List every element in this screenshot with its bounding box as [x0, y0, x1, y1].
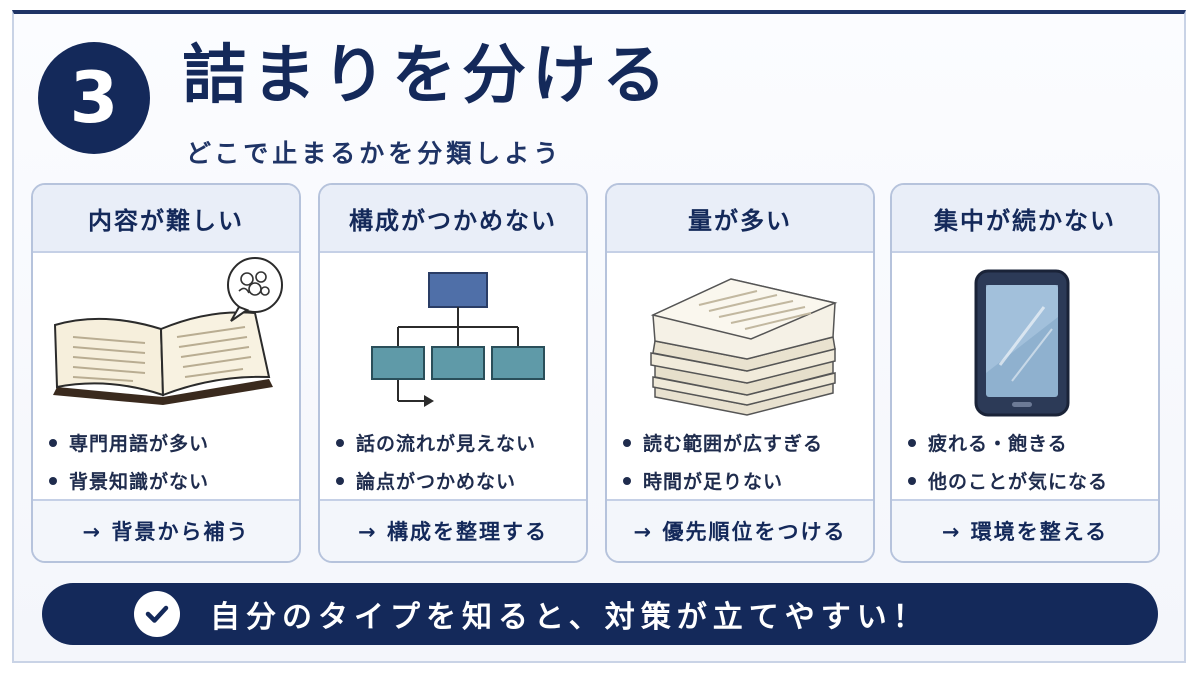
bullet-text: 論点がつかめない: [356, 471, 517, 493]
bullet-text: 読む範囲が広すぎる: [643, 433, 824, 455]
paper-stack-icon: [607, 255, 873, 420]
bullet-list: 話の流れが見えない 論点がつかめない: [336, 425, 586, 501]
card-title: 量が多い: [607, 185, 873, 253]
card-title: 構成がつかめない: [320, 185, 586, 253]
card-action: → 構成を整理する: [320, 499, 586, 561]
card-focus: 集中が続かない 疲れる・飽きる 他のことが気になる → 環境を整える: [890, 183, 1160, 563]
list-item: 専門用語が多い: [49, 425, 299, 463]
bullet-list: 読む範囲が広すぎる 時間が足りない: [623, 425, 873, 501]
bullet-dot: [623, 438, 631, 447]
bullet-text: 時間が足りない: [643, 471, 784, 493]
banner-text: 自分のタイプを知ると、対策が立てやすい！: [210, 600, 929, 635]
list-item: 背景知識がない: [49, 463, 299, 501]
bullet-text: 疲れる・飽きる: [928, 433, 1068, 455]
check-icon: [134, 591, 180, 637]
bullet-text: 専門用語が多い: [69, 433, 210, 455]
list-item: 疲れる・飽きる: [908, 425, 1158, 463]
bullet-text: 背景知識がない: [69, 471, 210, 493]
bullet-dot: [908, 476, 916, 485]
bullet-dot: [908, 438, 916, 447]
card-title: 集中が続かない: [892, 185, 1158, 253]
step-number-badge: 3: [38, 42, 150, 154]
bullet-text: 話の流れが見えない: [356, 433, 537, 455]
list-item: 話の流れが見えない: [336, 425, 586, 463]
structure-diagram-icon: [320, 255, 586, 420]
card-structure: 構成がつかめない 話の流れが見えない 論点がつかめない → 構成を整理する: [318, 183, 588, 563]
list-item: 他のことが気になる: [908, 463, 1158, 501]
card-title: 内容が難しい: [33, 185, 299, 253]
list-item: 読む範囲が広すぎる: [623, 425, 873, 463]
card-action: → 優先順位をつける: [607, 499, 873, 561]
card-action: → 背景から補う: [33, 499, 299, 561]
bullet-dot: [49, 476, 57, 485]
bullet-dot: [336, 438, 344, 447]
bullet-list: 疲れる・飽きる 他のことが気になる: [908, 425, 1158, 501]
list-item: 論点がつかめない: [336, 463, 586, 501]
card-action: → 環境を整える: [892, 499, 1158, 561]
bullet-dot: [336, 476, 344, 485]
card-volume: 量が多い 読む範囲が広すぎる 時間が足りない → 優先順位をつけ: [605, 183, 875, 563]
bullet-text: 他のことが気になる: [928, 471, 1109, 493]
page-subtitle: どこで止まるかを分類しよう: [186, 139, 563, 168]
smartphone-icon: [892, 255, 1158, 420]
open-book-confused-icon: [33, 255, 299, 420]
card-difficult-content: 内容が難しい: [31, 183, 301, 563]
step-number: 3: [69, 57, 119, 139]
bullet-dot: [49, 438, 57, 447]
bullet-list: 専門用語が多い 背景知識がない: [49, 425, 299, 501]
bullet-dot: [623, 476, 631, 485]
list-item: 時間が足りない: [623, 463, 873, 501]
summary-banner: 自分のタイプを知ると、対策が立てやすい！: [42, 583, 1158, 645]
page-title: 詰まりを分ける: [182, 39, 672, 113]
